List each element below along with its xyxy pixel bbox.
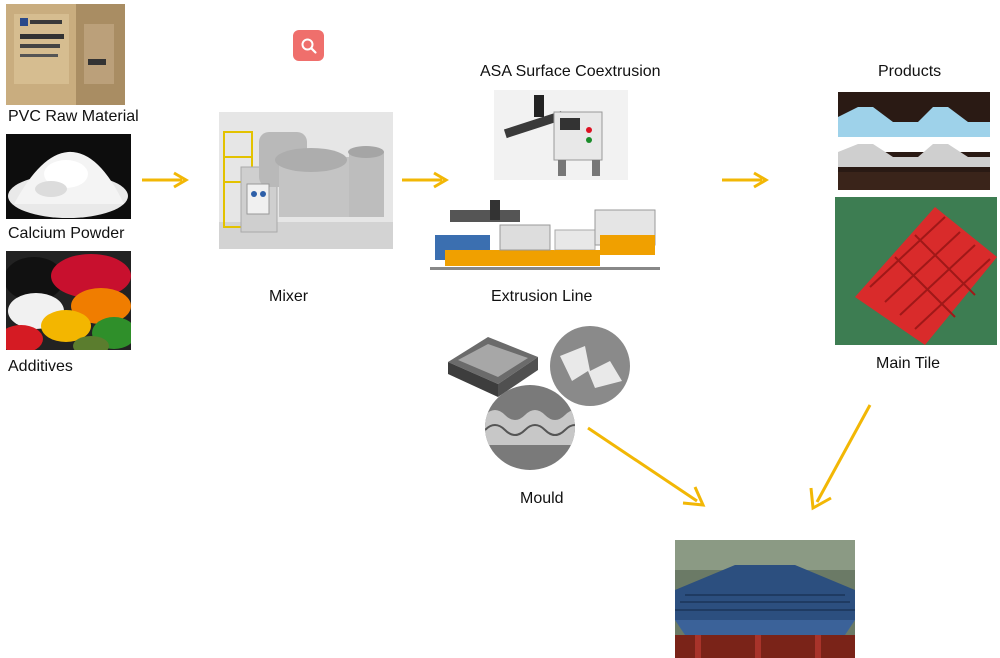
mould-corrugated-image — [485, 385, 575, 470]
mixer-label: Mixer — [269, 288, 309, 305]
additives-image — [6, 251, 131, 350]
additives-label: Additives — [8, 358, 73, 375]
products-image — [838, 92, 990, 190]
products-label: Products — [878, 63, 942, 80]
calcium-powder-image — [6, 134, 131, 219]
calcium-powder-label: Calcium Powder — [8, 225, 125, 242]
roof-building-image — [675, 540, 855, 658]
arrow-right-icon — [402, 171, 449, 189]
mould-label: Mould — [520, 490, 564, 507]
search-icon — [301, 38, 317, 54]
extrusion-line-image — [430, 195, 660, 275]
arrow-right-icon — [142, 171, 189, 189]
mould-profile-image — [550, 326, 630, 406]
search-button[interactable] — [293, 30, 324, 61]
extrusion-line-label: Extrusion Line — [491, 288, 593, 305]
pvc-raw-material-image — [6, 4, 125, 105]
asa-coextrusion-label: ASA Surface Coextrusion — [480, 63, 661, 80]
main-tile-label: Main Tile — [876, 355, 941, 372]
main-tile-image — [835, 197, 997, 345]
arrow-diagonal-icon — [809, 404, 872, 511]
mixer-image — [219, 112, 393, 249]
arrow-right-icon — [722, 171, 769, 189]
pvc-raw-material-label: PVC Raw Material — [8, 108, 139, 125]
asa-coextruder-image — [494, 90, 628, 180]
arrow-diagonal-icon — [587, 426, 706, 507]
